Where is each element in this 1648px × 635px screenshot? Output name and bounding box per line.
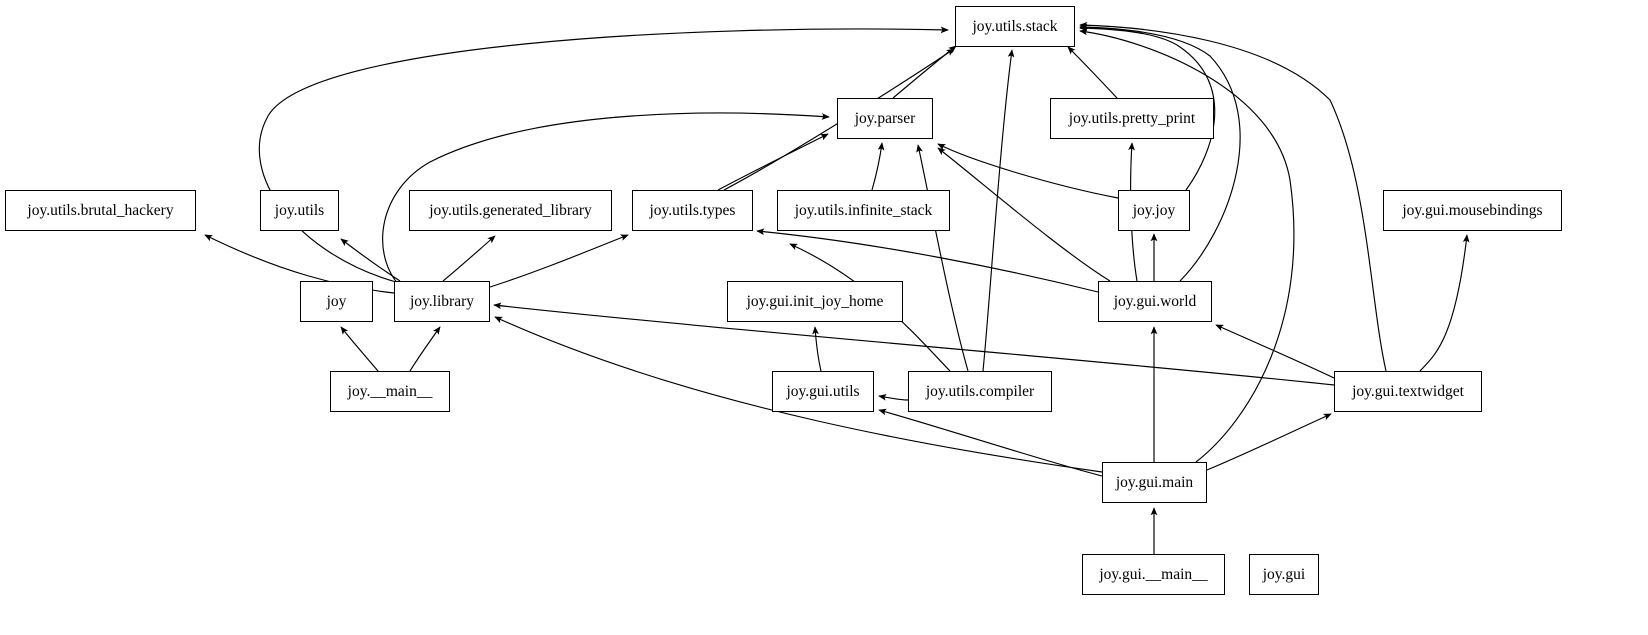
node-joy-gui-main-module[interactable]: joy.gui.__main__ <box>1082 554 1225 595</box>
node-joy-gui-utils[interactable]: joy.gui.utils <box>772 371 874 412</box>
edge-joy-gui-main-to-joy-gui-utils <box>878 408 1103 477</box>
node-joy-gui-textwidget[interactable]: joy.gui.textwidget <box>1334 371 1482 412</box>
node-label: joy <box>326 292 347 310</box>
node-joy-gui-world[interactable]: joy.gui.world <box>1098 281 1212 322</box>
node-joy-joy[interactable]: joy.joy <box>1118 190 1190 231</box>
node-label: joy.gui.init_joy_home <box>746 292 884 310</box>
edge-joy-gui-utils-to-joy-gui-init-joy-home <box>812 326 822 372</box>
node-joy-utils-stack[interactable]: joy.utils.stack <box>955 6 1075 47</box>
edge-joy-gui-main-to-joy-utils-stack <box>1079 28 1295 463</box>
edge-joy-utils-compiler-to-joy-utils-stack <box>982 49 1015 372</box>
edge-joy-library-to-joy-utils-brutal-hackery <box>204 234 395 294</box>
node-label: joy.__main__ <box>347 382 433 400</box>
edge-joy-gui-textwidget-to-joy-utils-stack <box>1079 21 1387 372</box>
node-joy-library[interactable]: joy.library <box>394 281 490 322</box>
edge-joy-gui-main-to-joy-library <box>494 316 1103 473</box>
edge-joy-gui-textwidget-to-joy-gui-mousebindings <box>1419 234 1470 372</box>
node-label: joy.gui <box>1262 565 1306 583</box>
node-joy-utils-brutal-hackery[interactable]: joy.utils.brutal_hackery <box>5 190 196 231</box>
node-joy-gui[interactable]: joy.gui <box>1249 554 1319 595</box>
edge-joy-library-to-joy-utils-types <box>489 234 629 288</box>
node-label: joy.utils.generated_library <box>429 201 592 219</box>
node-joy-gui-mousebindings[interactable]: joy.gui.mousebindings <box>1383 190 1562 231</box>
edge-joy-gui-world-to-joy-utils-stack <box>1079 23 1241 282</box>
node-joy-utils-pretty-print[interactable]: joy.utils.pretty_print <box>1050 98 1214 139</box>
node-label: joy.gui.__main__ <box>1099 565 1208 583</box>
node-joy[interactable]: joy <box>300 281 373 322</box>
node-joy-parser[interactable]: joy.parser <box>837 98 933 139</box>
node-joy-gui-main[interactable]: joy.gui.main <box>1102 462 1207 503</box>
node-joy-utils-types[interactable]: joy.utils.types <box>632 190 753 231</box>
edge-joy-main-to-joy-library <box>409 326 441 372</box>
edge-joy-library-to-joy-utils-generated-library <box>442 235 496 282</box>
edge-joy-gui-textwidget-to-joy-library <box>493 302 1335 386</box>
edge-joy-utils-types-to-joy-parser <box>717 133 829 191</box>
node-label: joy.joy <box>1132 201 1176 219</box>
edge-joy-gui-main-to-joy-gui-textwidget <box>1206 413 1332 471</box>
node-joy-main-module[interactable]: joy.__main__ <box>330 371 450 412</box>
edge-joy-joy-to-joy-utils-stack <box>1079 24 1216 191</box>
edge-joy-utils-compiler-to-joy-parser <box>916 144 969 372</box>
node-label: joy.library <box>410 292 474 310</box>
node-label: joy.utils.infinite_stack <box>794 201 933 219</box>
node-label: joy.gui.utils <box>786 382 860 400</box>
node-label: joy.utils.brutal_hackery <box>27 201 174 219</box>
node-joy-utils-infinite-stack[interactable]: joy.utils.infinite_stack <box>777 190 950 231</box>
node-label: joy.utils.stack <box>972 17 1058 35</box>
node-joy-utils[interactable]: joy.utils <box>260 190 339 231</box>
node-label: joy.gui.main <box>1115 473 1194 491</box>
edge-joy-joy-to-joy-parser <box>937 143 1119 199</box>
node-label: joy.gui.world <box>1113 292 1197 310</box>
node-label: joy.gui.mousebindings <box>1402 201 1543 219</box>
node-label: joy.utils.types <box>649 201 736 219</box>
edge-joy-gui-world-to-joy-parser <box>937 147 1111 282</box>
node-label: joy.gui.textwidget <box>1352 382 1464 400</box>
node-joy-gui-init-joy-home[interactable]: joy.gui.init_joy_home <box>727 281 903 322</box>
node-joy-utils-generated-library[interactable]: joy.utils.generated_library <box>409 190 612 231</box>
edge-joy-library-to-joy-utils <box>340 238 401 282</box>
node-label: joy.utils.compiler <box>925 382 1035 400</box>
edge-joy-utils-compiler-to-joy-gui-utils <box>878 393 909 401</box>
edge-joy-gui-world-to-joy-utils-types <box>756 228 1099 293</box>
edge-joy-gui-textwidget-to-joy-gui-world <box>1215 324 1335 379</box>
edge-joy-utils-pretty-print-to-joy-utils-stack <box>1067 46 1118 99</box>
node-label: joy.parser <box>854 109 916 127</box>
node-joy-utils-compiler[interactable]: joy.utils.compiler <box>908 371 1052 412</box>
edge-joy-main-to-joy <box>340 326 379 372</box>
edge-joy-library-to-joy-utils-stack <box>258 26 949 283</box>
edge-joy-library-to-joy-parser <box>382 112 830 285</box>
node-label: joy.utils.pretty_print <box>1068 109 1196 127</box>
edge-joy-utils-infinite-stack-to-joy-parser <box>871 142 885 191</box>
node-label: joy.utils <box>274 201 325 219</box>
